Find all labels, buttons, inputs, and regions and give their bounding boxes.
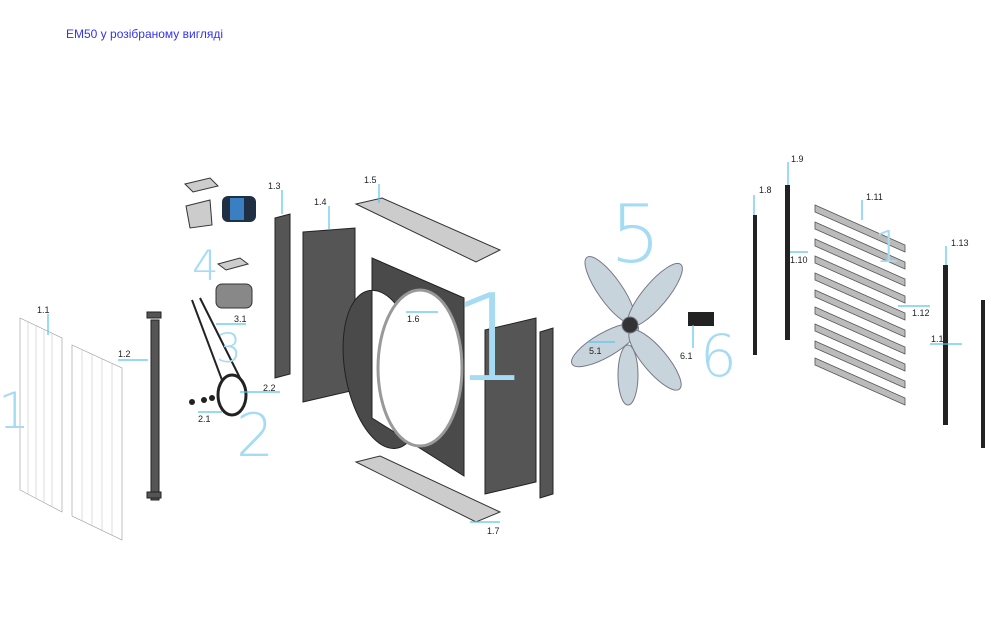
bottom-panel-1-7 <box>354 455 502 523</box>
group-number: 2 <box>236 401 274 471</box>
diagram-title: ЕМ50 у розібраному вигляді <box>66 27 223 41</box>
part-label: 1.3 <box>268 181 281 191</box>
group-number: 1 <box>0 382 30 440</box>
part-label: 1.12 <box>912 308 930 318</box>
hinge-strip-1-9 <box>785 185 790 340</box>
tensioner-6-1 <box>688 312 714 326</box>
belt <box>199 297 241 379</box>
part-label: 1.8 <box>759 185 772 195</box>
part-label: 1.5 <box>364 175 377 185</box>
group-number: 4 <box>192 241 219 290</box>
part-label: 1.11 <box>866 192 883 202</box>
side-panel-right <box>484 317 537 495</box>
leader-lines <box>47 162 962 523</box>
part-label: 2.1 <box>198 414 211 424</box>
part-label: 1.7 <box>487 526 500 536</box>
group-number: 1 <box>874 222 902 273</box>
part-label: 1.4 <box>314 197 327 207</box>
part-label: 2.2 <box>263 383 276 393</box>
side-rail-right <box>539 327 554 499</box>
part-label: 1.2 <box>118 349 131 359</box>
rod-1-8 <box>753 215 757 355</box>
belt <box>191 299 223 381</box>
part-label: 5.1 <box>589 346 602 356</box>
mesh-grid-left <box>19 317 123 541</box>
part-label: 1.1 <box>37 305 50 315</box>
group-number: 1 <box>452 270 528 409</box>
bearing <box>209 395 215 401</box>
motor-base-plate <box>216 257 250 271</box>
part-label: 3.1 <box>234 314 247 324</box>
group-number: 3 <box>216 326 241 372</box>
hinge-strip-1-13 <box>943 265 948 425</box>
motor-3-1 <box>215 283 253 309</box>
motor-bracket <box>185 199 213 229</box>
part-label: 1.10 <box>790 255 808 265</box>
part-label: 1.9 <box>791 154 804 164</box>
group-number: 5 <box>610 188 661 281</box>
group-number: 6 <box>700 322 737 390</box>
pulley <box>216 373 248 417</box>
post-cap <box>146 491 162 499</box>
part-label: 1.6 <box>407 314 420 324</box>
fan-blades <box>571 256 683 406</box>
motor-blue-band <box>230 198 244 220</box>
bearing <box>201 397 207 403</box>
part-label: 6.1 <box>680 351 693 361</box>
part-label: 1.13 <box>951 238 969 248</box>
part-label: 1.14 <box>931 334 949 344</box>
bearing <box>189 399 195 405</box>
top-panel-1-5 <box>354 197 502 263</box>
side-rail-1-3 <box>274 213 291 379</box>
motor-plate <box>184 177 219 193</box>
post-cap <box>146 311 162 319</box>
louvers <box>814 204 906 406</box>
post-part <box>150 319 160 501</box>
fan-ring <box>376 288 464 448</box>
rod-right <box>981 300 985 448</box>
